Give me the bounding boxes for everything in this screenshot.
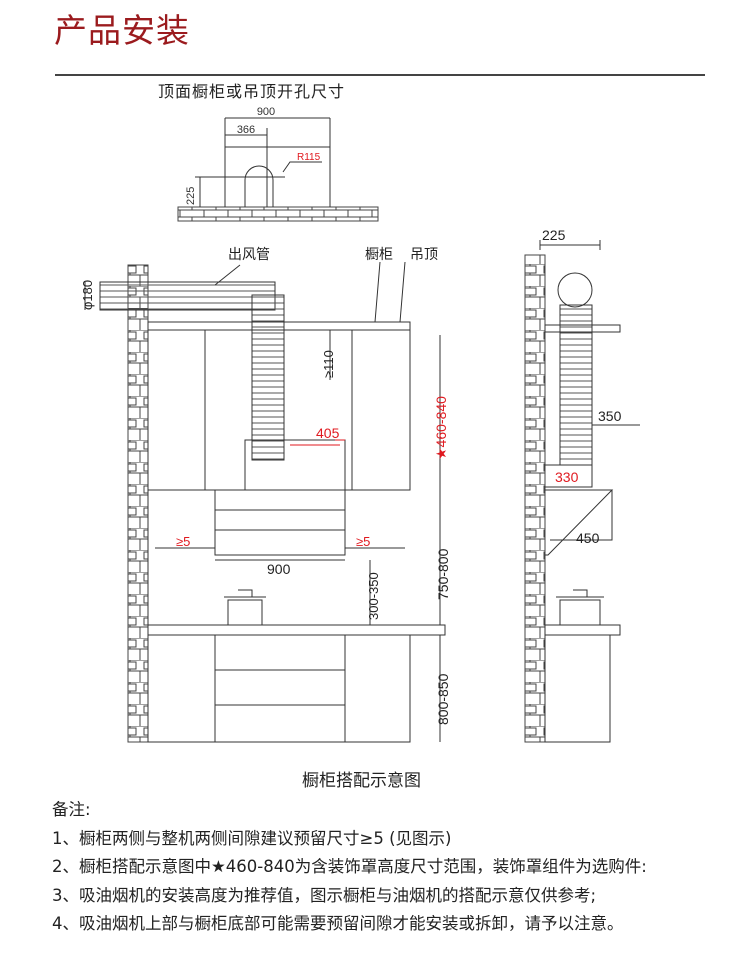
duct-diameter-label: φ180 <box>80 280 95 310</box>
side-hood-depth-label: 450 <box>576 530 600 546</box>
duct-horizontal <box>99 281 276 311</box>
plan-height-label: 225 <box>185 187 197 205</box>
plan-wall <box>177 206 379 222</box>
notes-heading: 备注: <box>52 800 91 819</box>
cabinet-label: 橱柜 <box>365 246 393 262</box>
side-wall <box>524 254 546 743</box>
diagram-caption: 橱柜搭配示意图 <box>302 771 421 791</box>
side-view-drawing: 225 350 330 450 <box>524 227 640 743</box>
side-gap-right-label: ≥5 <box>356 534 370 549</box>
side-hood-top-label: 330 <box>555 469 579 485</box>
front-wall <box>127 264 149 743</box>
note-item: 4、吸油烟机上部与橱柜底部可能需要预留间隙才能安装或拆卸，请予以注意。 <box>52 914 624 933</box>
cover-height-label: ★460-840 <box>433 396 449 460</box>
notes-section: 备注: 1、橱柜两侧与整机两侧间隙建议预留尺寸≥5 (见图示) 2、橱柜搭配示意… <box>52 796 647 939</box>
side-gap-left-label: ≥5 <box>176 534 190 549</box>
plan-subtitle: 顶面橱柜或吊顶开孔尺寸 <box>158 82 346 101</box>
duct-label: 出风管 <box>228 246 270 262</box>
install-height-label: 750-800 <box>435 548 451 600</box>
side-top-label: 225 <box>542 227 566 243</box>
page-title: 产品安装 <box>54 11 190 50</box>
note-item: 1、橱柜两侧与整机两侧间隙建议预留尺寸≥5 (见图示) <box>52 828 452 848</box>
side-duct-offset-label: 350 <box>598 408 622 424</box>
hood-width-label: 900 <box>267 561 291 577</box>
hood-top-width-label: 405 <box>316 425 340 441</box>
note-item: 3、吸油烟机的安装高度为推荐值，图示橱柜与油烟机的搭配示意仅供参考; <box>52 885 597 905</box>
plan-radius-label: R115 <box>297 152 321 163</box>
duct-vertical <box>251 294 285 461</box>
top-plan-drawing: 900 366 R115 225 <box>177 106 379 222</box>
pot-gap-label: 300-350 <box>366 572 381 620</box>
side-duct <box>559 304 593 466</box>
front-view-drawing: 出风管 橱柜 吊顶 φ180 ≥110 405 ★460-840 ≥5 ≥5 9… <box>80 246 451 743</box>
note-item: 2、橱柜搭配示意图中★460-840为含装饰罩高度尺寸范围，装饰罩组件为选购件: <box>52 857 647 876</box>
plan-width-label: 900 <box>257 106 275 118</box>
ceiling-label: 吊顶 <box>410 246 438 262</box>
counter-height-label: 800-850 <box>435 673 451 725</box>
title-divider <box>55 74 705 76</box>
plan-offset-label: 366 <box>237 124 255 136</box>
gap-top-label: ≥110 <box>321 350 336 378</box>
